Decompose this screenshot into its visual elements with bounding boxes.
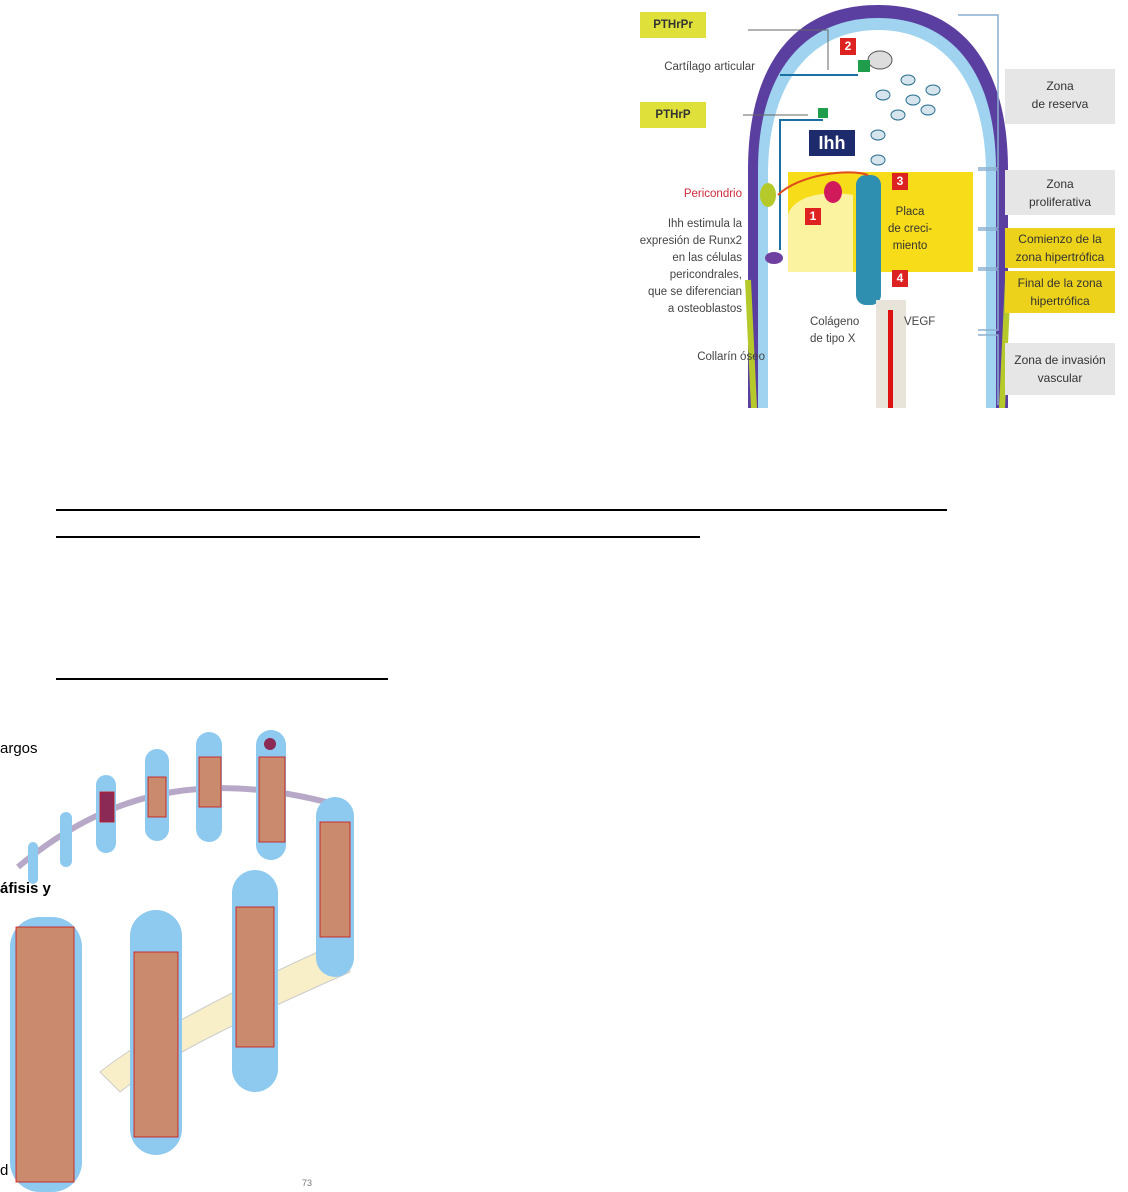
ihh-description: Ihh estimula la expresión de Runx2 en la… [640,216,742,318]
zone-invasion-vascular: Zona de invasión vascular [1005,343,1115,395]
step-number-2: 2 [840,38,856,55]
zone-line: Zona de invasión [1014,353,1106,367]
placa-line: de creci- [888,223,933,235]
cartilago-articular-label: Cartílago articular [664,61,755,73]
step-number-3: 3 [892,173,908,190]
zone-comienzo-hipertrofica: Comienzo de la zona hipertrófica [1005,228,1115,268]
pthrpr-label: PTHrPr [640,12,706,38]
pericondrio-label: Pericondrio [683,188,742,200]
blank-line [56,536,700,538]
ihh-text-line: expresión de Runx2 [639,235,742,247]
zone-reserva: Zona de reserva [1005,69,1115,124]
zone-line: Final de la zona [1017,276,1103,290]
growth-plate-illustration [743,5,1011,408]
zone-final-hipertrofica: Final de la zona hipertrófica [1005,271,1115,313]
bone-development-illustration [10,730,354,1192]
pthrp-label: PTHrP [640,102,706,128]
step-number-1: 1 [805,208,821,225]
zone-line: vascular [1037,371,1083,385]
placa-line: miento [892,240,928,252]
zone-line: de reserva [1031,97,1089,111]
page-number: 73 [302,1178,313,1188]
ihh-text-line: Ihh estimula la [667,218,742,230]
zone-line: Comienzo de la [1018,232,1102,246]
zone-line: Zona [1046,79,1074,93]
ihh-text-line: que se diferencian [648,286,742,298]
blank-line [56,509,947,511]
step-number-4: 4 [892,270,908,287]
colageno-line: Colágeno [810,316,860,328]
ihh-text-line: a osteoblastos [667,303,742,315]
ihh-text-line: pericondrales, [669,269,742,281]
zone-proliferativa: Zona proliferativa [1005,170,1115,215]
blank-line [56,678,388,680]
zone-line: zona hipertrófica [1015,250,1105,264]
zone-line: proliferativa [1028,195,1092,209]
zone-line: hipertrófica [1030,294,1090,308]
collarin-oseo-label: Collarín óseo [697,351,765,363]
zone-line: Zona [1046,177,1074,191]
placa-crecimiento-label: Placa de creci- miento [888,204,932,255]
text-fragment: argos [0,740,38,757]
placa-line: Placa [895,206,925,218]
text-fragment: áfisis y [0,880,51,897]
growth-plate-diagram: PTHrPr PTHrP Ihh Cartílago articular Per… [628,0,1120,408]
colageno-line: de tipo X [810,333,856,345]
vegf-label: VEGF [904,316,936,328]
ihh-label: Ihh [809,130,855,156]
text-fragment: d [0,1162,9,1179]
colageno-label: Colágeno de tipo X [810,314,860,348]
ihh-text-line: en las células [672,252,742,264]
